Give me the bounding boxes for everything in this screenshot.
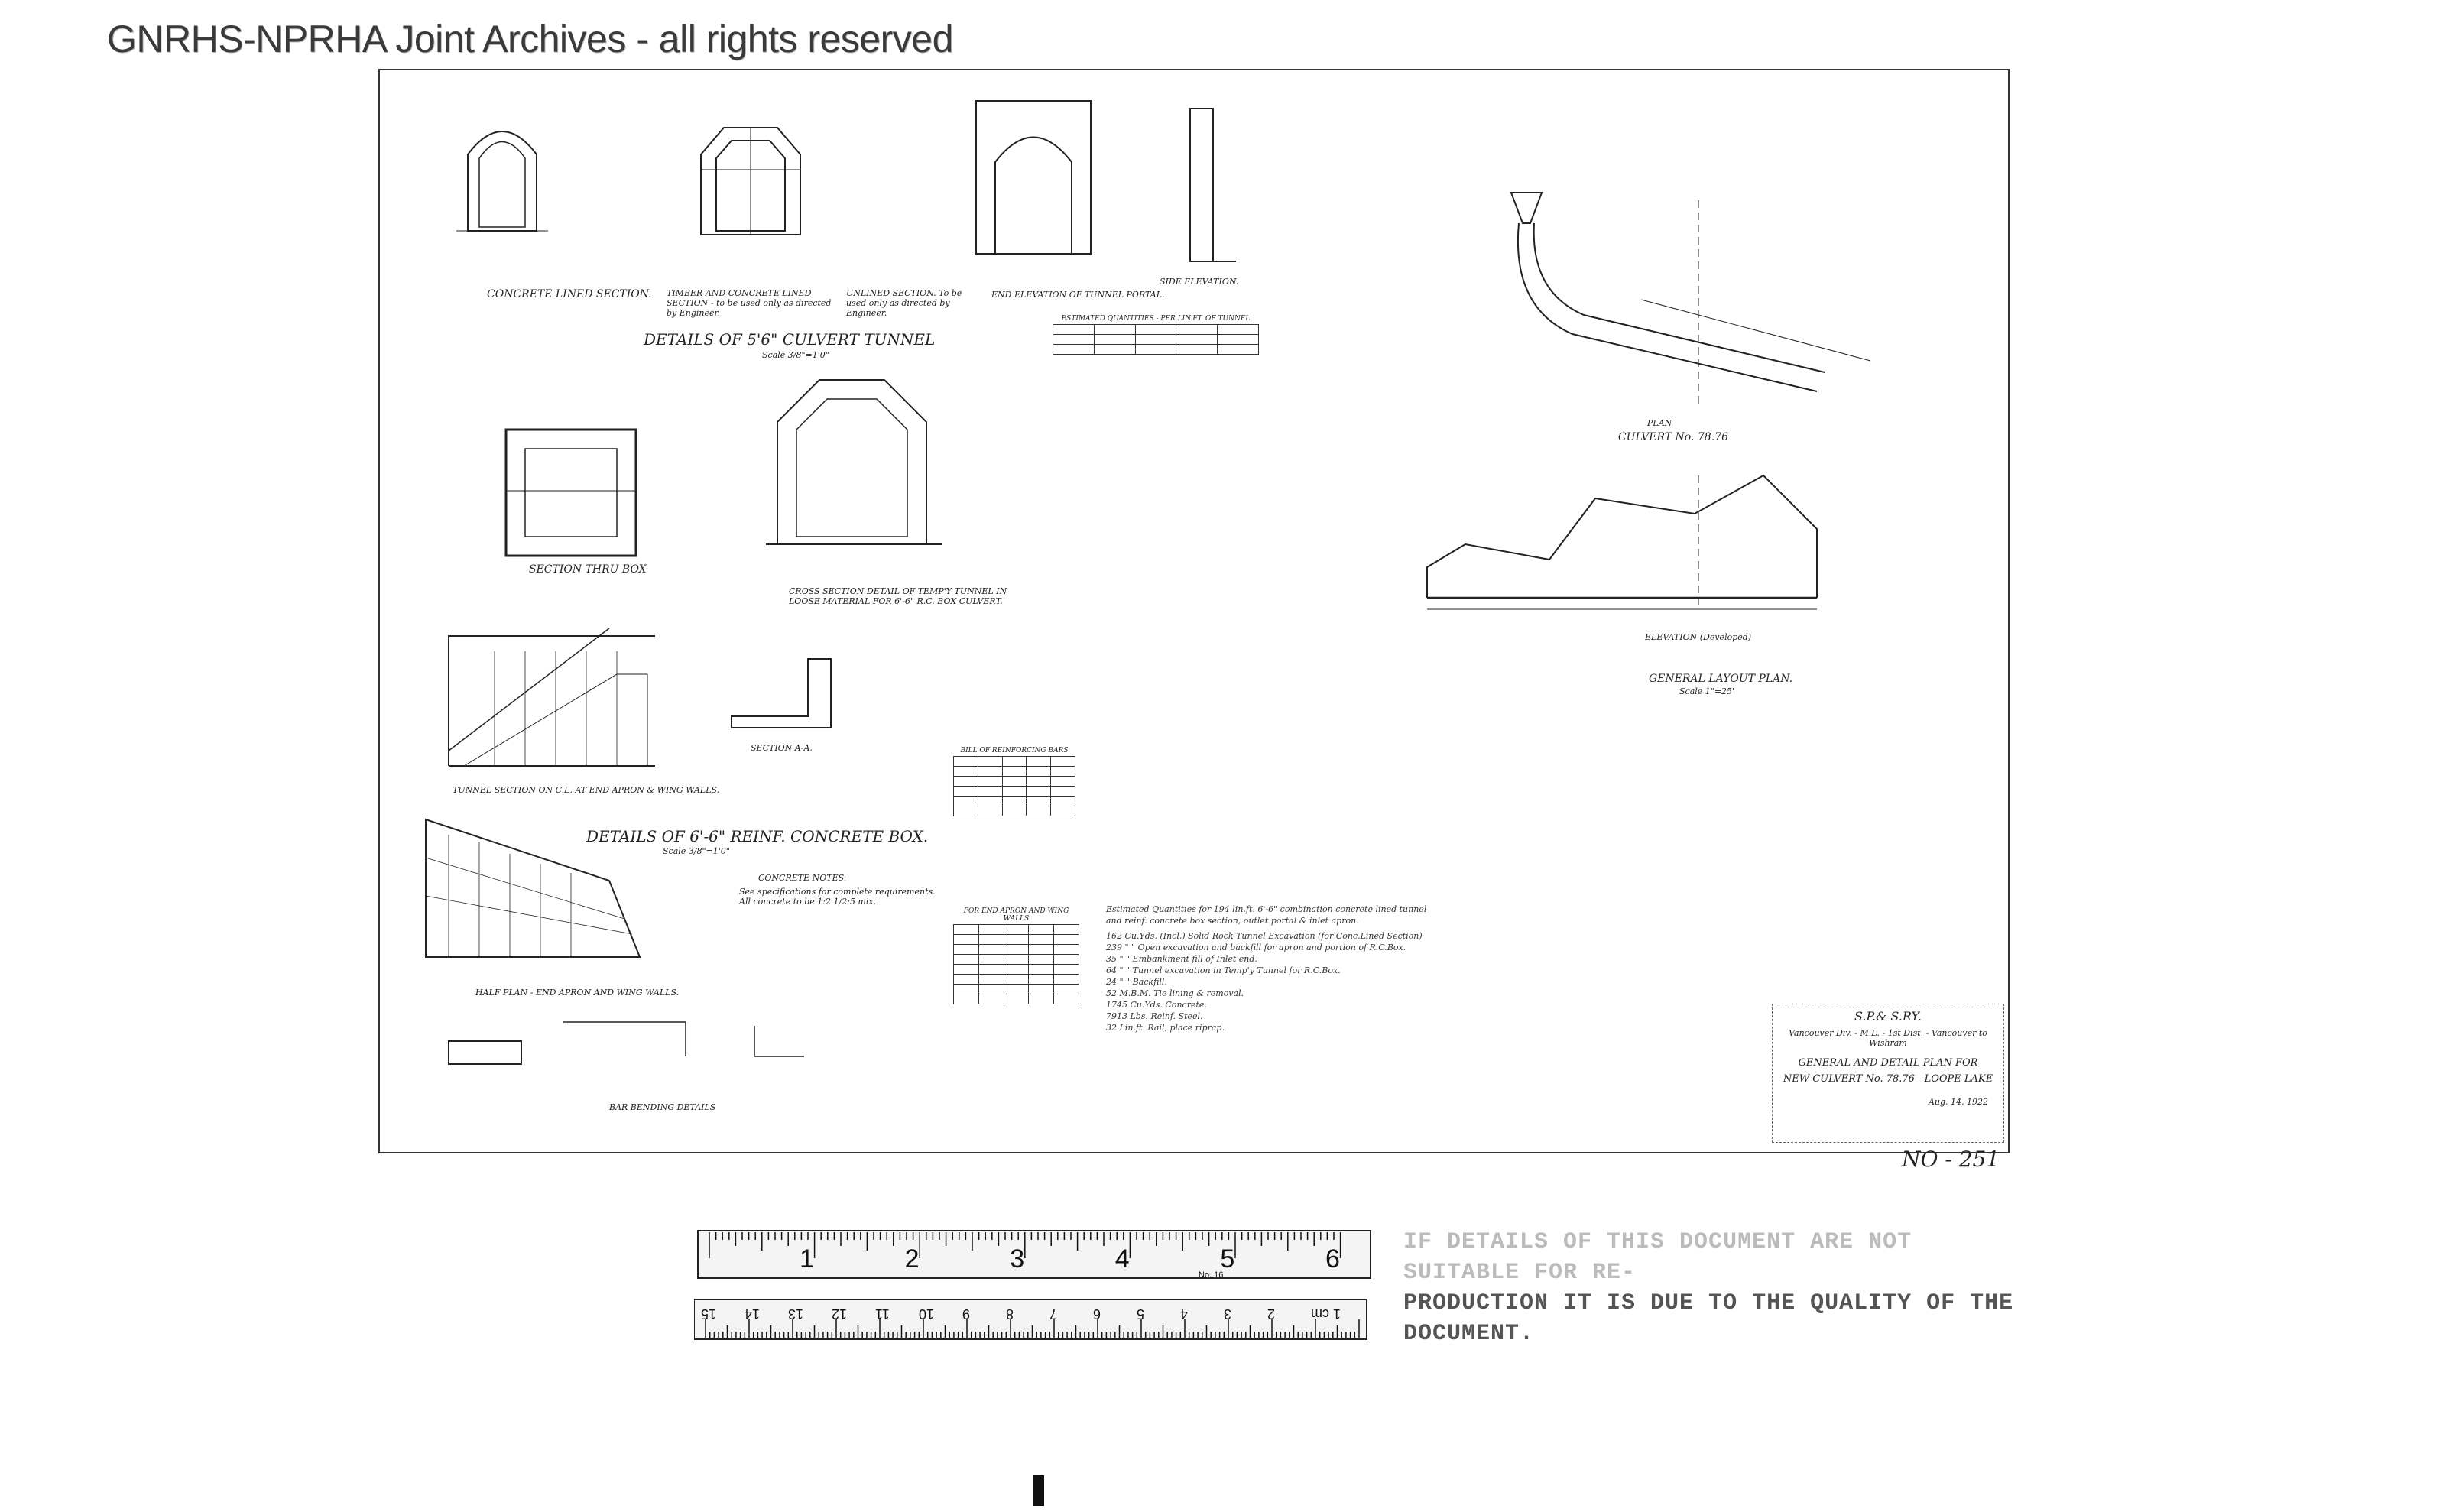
concrete-lined-label: CONCRETE LINED SECTION. (487, 288, 652, 300)
inch-label: 6 (1325, 1244, 1340, 1274)
estimated-total-list: 162 Cu.Yds. (Incl.) Solid Rock Tunnel Ex… (1106, 930, 1427, 1033)
bill-of-bars-table: BILL OF REINFORCING BARS (953, 747, 1075, 816)
drawing-sheet: CONCRETE LINED SECTION. TIMBER AND CONCR… (378, 69, 2010, 1153)
details-box-title: DETAILS OF 6'-6" REINF. CONCRETE BOX. (586, 827, 929, 845)
general-layout-scale: Scale 1"=25' (1679, 686, 1735, 696)
cm-label: 2 (1267, 1306, 1276, 1322)
culvert-elevation-drawing (1426, 474, 1818, 610)
portal-end-elevation-drawing (975, 100, 1092, 255)
tunnel-section-cl-drawing (448, 628, 655, 767)
estimated-total-item: 1745 Cu.Yds. Concrete. (1106, 1000, 1207, 1010)
estimated-total-item: 35 " " Embankment fill of Inlet end. (1106, 954, 1257, 964)
cm-label: 15 (701, 1306, 717, 1322)
culvert-number-label: CULVERT No. 78.76 (1618, 431, 1728, 443)
inch-label: 2 (904, 1244, 920, 1274)
details-culvert-scale: Scale 3/8"=1'0" (762, 350, 829, 360)
timber-lined-section-drawing (700, 127, 801, 235)
estimated-total-item: 162 Cu.Yds. (Incl.) Solid Rock Tunnel Ex… (1106, 931, 1423, 941)
bar-bending-drawing (448, 1021, 804, 1065)
title-signature-date: Aug. 14, 1922 (1928, 1097, 1988, 1107)
estimated-total-item: 239 " " Open excavation and backfill for… (1106, 943, 1406, 952)
bill-of-bars-caption: BILL OF REINFORCING BARS (960, 747, 1069, 754)
inch-label: 5 (1220, 1244, 1235, 1274)
cm-label: 11 (875, 1306, 890, 1322)
unlined-label: UNLINED SECTION. To be used only as dire… (846, 288, 962, 318)
cm-label: 5 (1137, 1306, 1145, 1322)
inch-label: 1 (800, 1244, 814, 1274)
cm-label: 9 (962, 1306, 971, 1322)
title-block: S.P.& S.RY. Vancouver Div. - M.L. - 1st … (1772, 1004, 2004, 1143)
bill-end-apron-table: FOR END APRON AND WING WALLS (953, 907, 1079, 1004)
cm-label: 14 (745, 1306, 761, 1322)
temp-tunnel-section-drawing (766, 379, 942, 545)
culvert-plan-drawing (1510, 192, 1871, 407)
estimated-total-item: 52 M.B.M. Tie lining & removal. (1106, 988, 1244, 998)
archive-watermark: GNRHS-NPRHA Joint Archives - all rights … (107, 18, 953, 60)
cm-label: 10 (919, 1306, 935, 1322)
quality-notice: IF DETAILS OF THIS DOCUMENT ARE NOT SUIT… (1403, 1227, 2030, 1349)
ruler-graphic (693, 1230, 1371, 1340)
section-thru-box-drawing (504, 428, 637, 557)
ruler-brand: No. 16 (1199, 1270, 1224, 1280)
inch-label: 3 (1010, 1244, 1025, 1274)
estimated-quantities-table: ESTIMATED QUANTITIES - PER LIN.FT. OF TU… (1053, 315, 1259, 355)
half-plan-label: HALF PLAN - END APRON AND WING WALLS. (475, 988, 680, 998)
elevation-developed-label: ELEVATION (Developed) (1645, 632, 1752, 642)
concrete-notes-title: CONCRETE NOTES. (758, 873, 847, 883)
sheet-number: NO - 251 (1902, 1147, 2000, 1172)
bill-end-apron-caption: FOR END APRON AND WING WALLS (963, 907, 1069, 923)
cm-label: 7 (1049, 1306, 1058, 1322)
details-box-scale: Scale 3/8"=1'0" (663, 846, 730, 856)
general-layout-label: GENERAL LAYOUT PLAN. (1649, 673, 1793, 685)
estimated-total-item: 24 " " Backfill. (1106, 977, 1167, 987)
half-plan-drawing (425, 818, 641, 958)
tunnel-section-label: TUNNEL SECTION ON C.L. AT END APRON & WI… (453, 785, 720, 795)
estimated-total-item: 7913 Lbs. Reinf. Steel. (1106, 1011, 1203, 1021)
temp-tunnel-label: CROSS SECTION DETAIL OF TEMP'Y TUNNEL IN… (789, 586, 1007, 606)
section-aa-label: SECTION A-A. (751, 743, 813, 753)
end-elevation-label: END ELEVATION OF TUNNEL PORTAL. (991, 290, 1165, 300)
plan-label: PLAN (1647, 418, 1672, 428)
section-thru-box-label: SECTION THRU BOX (529, 563, 647, 576)
estimated-total-item: 64 " " Tunnel excavation in Temp'y Tunne… (1106, 965, 1341, 975)
quality-notice-line1: IF DETAILS OF THIS DOCUMENT ARE NOT SUIT… (1403, 1229, 1912, 1286)
quality-notice-line2: PRODUCTION IT IS DUE TO THE QUALITY OF T… (1403, 1290, 2014, 1347)
cm-label: 3 (1224, 1306, 1232, 1322)
estimated-total-title: Estimated Quantities for 194 lin.ft. 6'-… (1106, 904, 1427, 926)
section-aa-drawing (731, 658, 832, 728)
cm-label: 6 (1093, 1306, 1101, 1322)
concrete-lined-section-drawing (456, 131, 548, 232)
title-division: Vancouver Div. - M.L. - 1st Dist. - Vanc… (1789, 1028, 1987, 1048)
title-line1: GENERAL AND DETAIL PLAN FOR (1798, 1057, 1978, 1069)
side-elevation-label: SIDE ELEVATION. (1160, 277, 1239, 287)
timber-lined-label: TIMBER AND CONCRETE LINED SECTION - to b… (667, 288, 832, 318)
engineering-drawing (425, 100, 1871, 1065)
index-tab (1033, 1475, 1044, 1506)
cm-label: 1 cm (1311, 1306, 1341, 1322)
cm-label: 4 (1180, 1306, 1189, 1322)
bar-bending-label: BAR BENDING DETAILS (609, 1102, 716, 1112)
cm-label: 8 (1006, 1306, 1014, 1322)
cm-label: 12 (832, 1306, 848, 1322)
details-culvert-title: DETAILS OF 5'6" CULVERT TUNNEL (644, 330, 936, 349)
estimated-quantities-caption: ESTIMATED QUANTITIES - PER LIN.FT. OF TU… (1061, 315, 1251, 323)
title-line2: NEW CULVERT No. 78.76 - LOOPE LAKE (1783, 1073, 1993, 1085)
concrete-notes-body: See specifications for complete requirem… (739, 887, 936, 907)
inch-label: 4 (1114, 1244, 1130, 1274)
estimated-total-item: 32 Lin.ft. Rail, place riprap. (1106, 1023, 1225, 1033)
side-elevation-drawing (1189, 108, 1236, 262)
title-railway: S.P.& S.RY. (1854, 1009, 1922, 1024)
cm-label: 13 (788, 1306, 804, 1322)
